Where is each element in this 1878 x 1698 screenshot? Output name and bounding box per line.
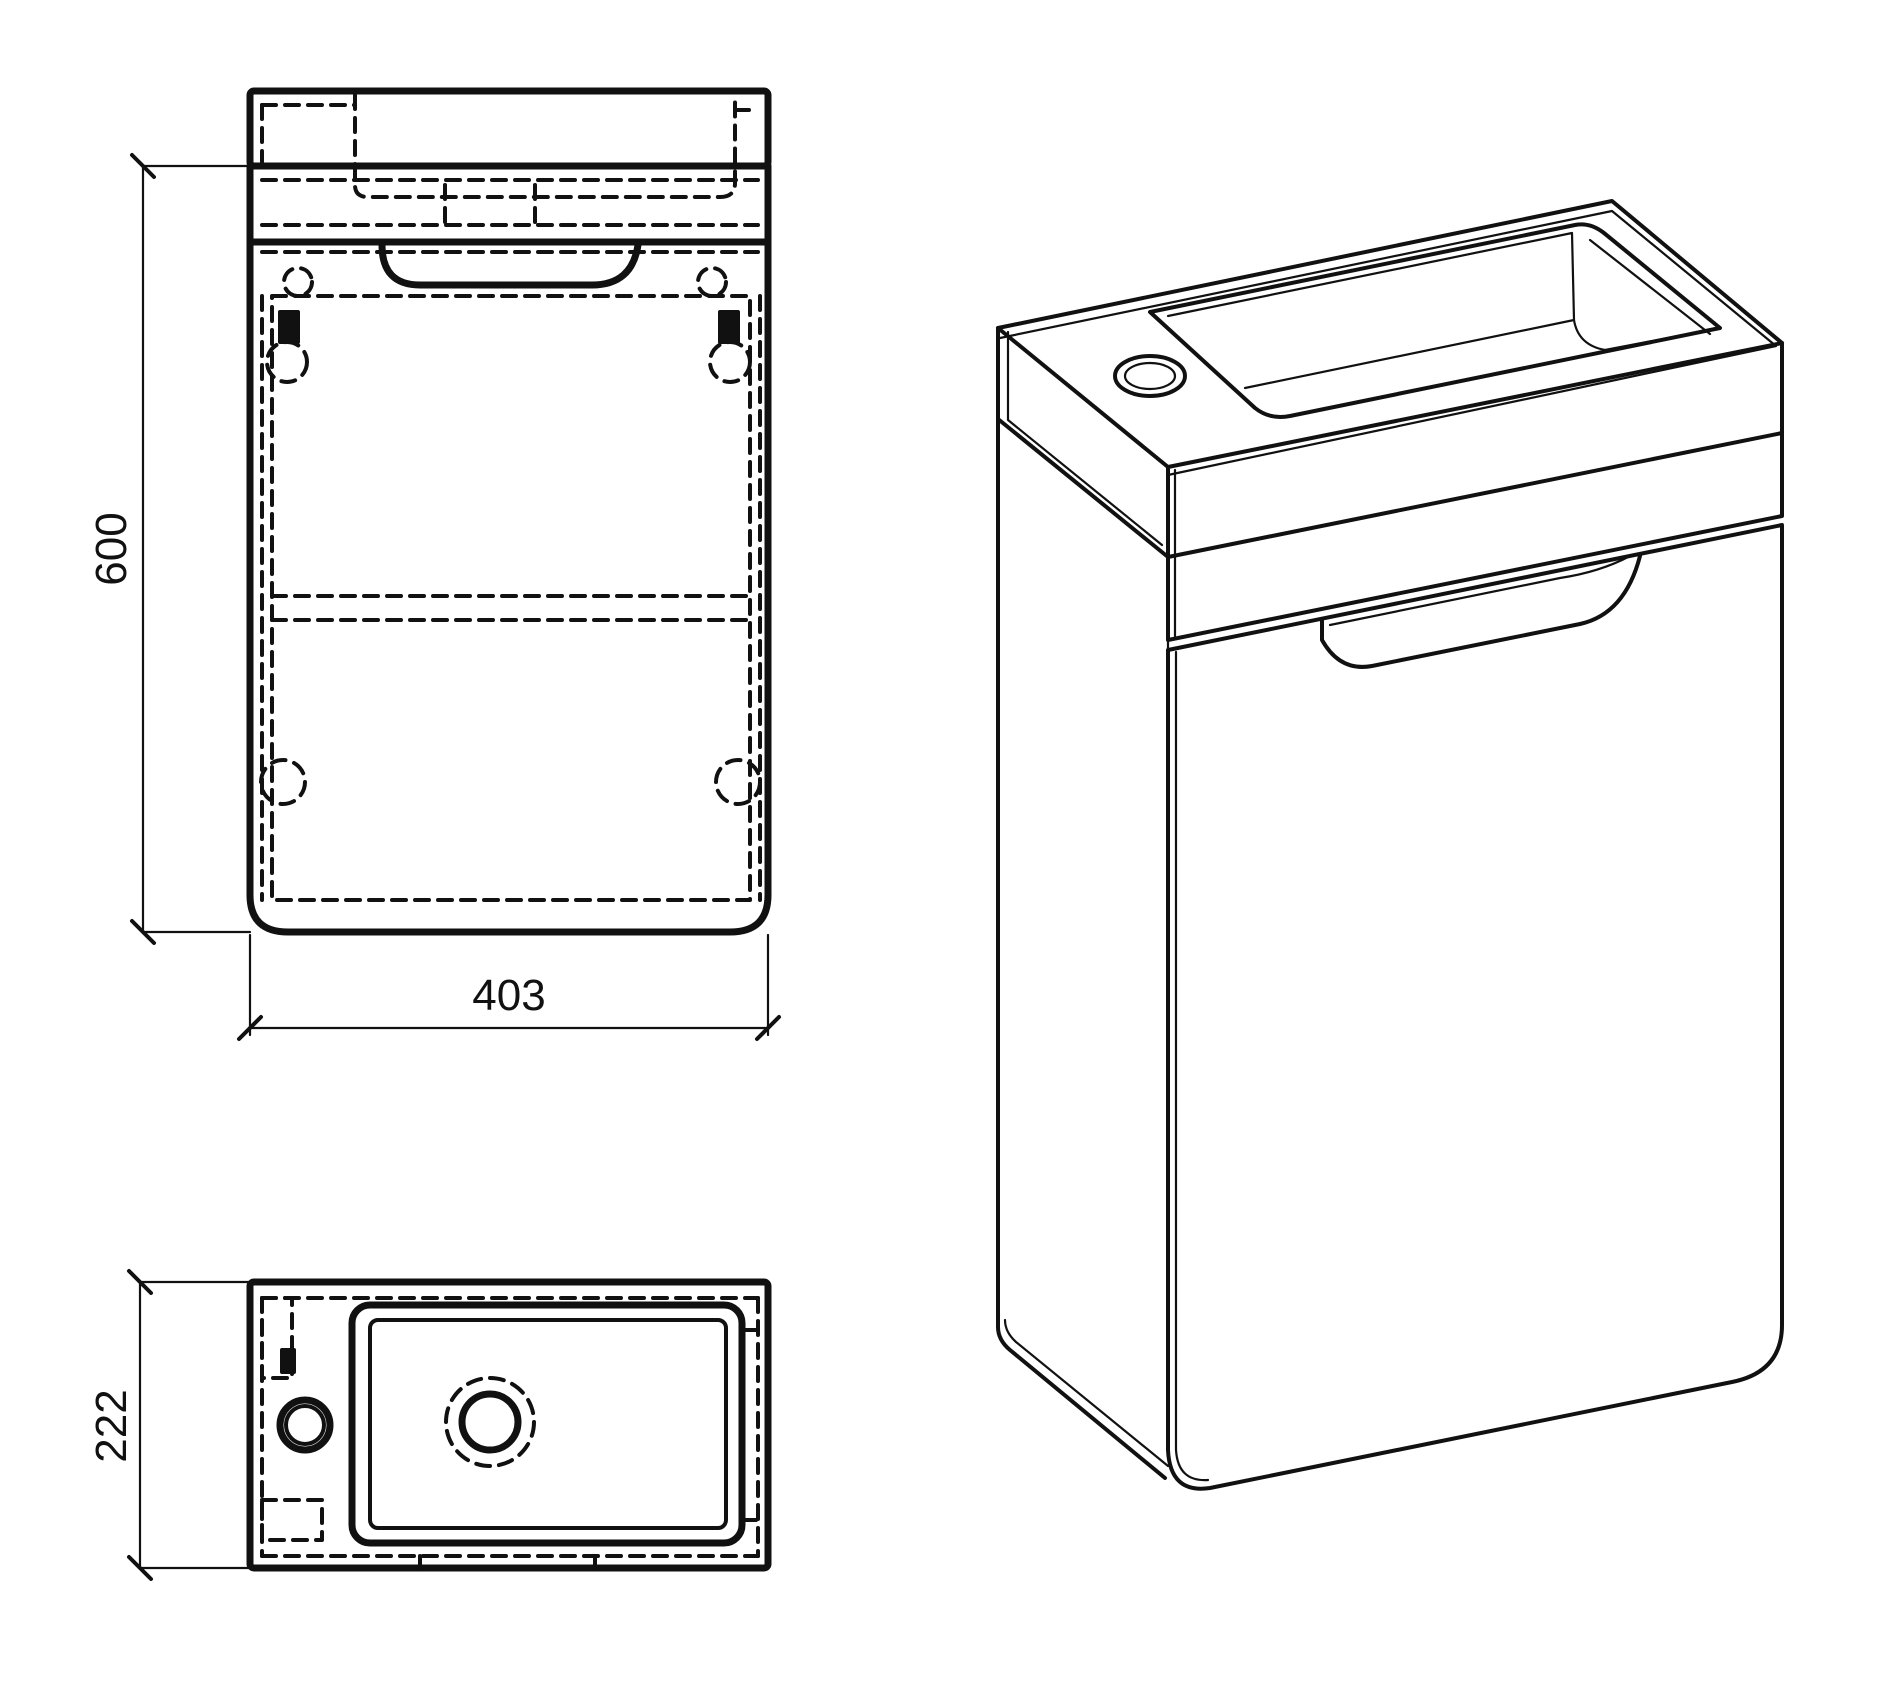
front-hinge-right-bottom xyxy=(714,758,762,806)
iso-tap-hole xyxy=(1113,354,1187,398)
front-basin-top xyxy=(246,87,772,170)
depth-dimension xyxy=(127,1269,252,1581)
front-hidden-basin xyxy=(353,93,737,199)
iso-cabinet-left xyxy=(996,417,1167,1480)
top-basin-inner xyxy=(368,1318,728,1530)
top-drain-inner xyxy=(458,1390,522,1454)
front-handle xyxy=(378,241,642,289)
width-dimension xyxy=(237,933,781,1041)
height-dimension xyxy=(130,153,252,945)
height-dimension-label: 600 xyxy=(87,512,136,585)
front-hinge-left-top xyxy=(265,266,314,384)
depth-dimension-label: 222 xyxy=(87,1389,136,1462)
top-drain-outer xyxy=(444,1376,536,1468)
top-outline xyxy=(246,1278,772,1572)
iso-bowl-outer xyxy=(1148,222,1722,419)
width-dimension-label: 403 xyxy=(472,971,545,1020)
top-tap-hole xyxy=(276,1396,334,1454)
top-basin-outer xyxy=(348,1301,746,1547)
iso-basin-front xyxy=(1166,341,1784,559)
iso-door xyxy=(1166,523,1784,1491)
front-cabinet-body xyxy=(246,162,772,936)
isometric-view xyxy=(996,199,1784,1491)
iso-handle xyxy=(1320,554,1642,669)
front-hinge-right-top xyxy=(696,266,752,384)
iso-basin-left xyxy=(996,326,1170,559)
iso-bowl-inner xyxy=(1166,231,1712,390)
top-view xyxy=(246,1278,772,1572)
front-view xyxy=(246,87,772,936)
front-hinge-left-bottom xyxy=(259,758,307,806)
